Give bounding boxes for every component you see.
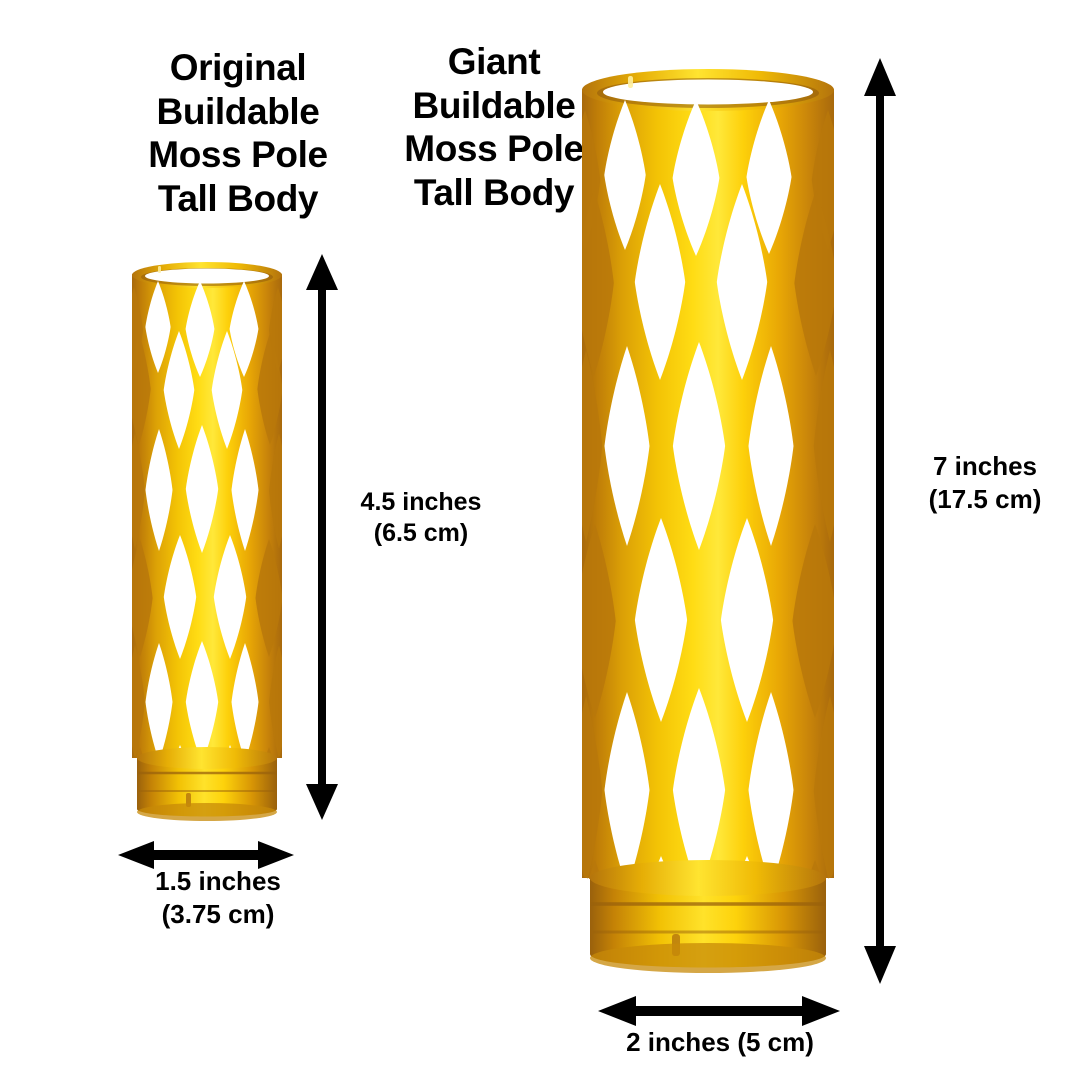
- height-label-giant: 7 inches (17.5 cm): [928, 451, 1042, 514]
- width-arrow-original: [118, 841, 294, 869]
- height-arrow-giant: [864, 58, 896, 984]
- product-title-original: Original Buildable Moss Pole Tall Body: [148, 47, 328, 219]
- width-label-original: 1.5 inches (3.75 cm): [155, 866, 281, 929]
- pole-base-collar-original: [137, 747, 277, 821]
- height-arrow-original: [306, 254, 338, 820]
- height-label-original: 4.5 inches (6.5 cm): [360, 488, 482, 548]
- product-image-original-moss-pole: [132, 262, 282, 821]
- pole-base-collar-giant: [590, 860, 826, 973]
- width-label-giant: 2 inches (5 cm): [626, 1027, 814, 1057]
- width-arrow-giant: [598, 996, 840, 1026]
- product-image-giant-moss-pole: [582, 69, 834, 973]
- product-title-giant: Giant Buildable Moss Pole Tall Body: [404, 41, 584, 213]
